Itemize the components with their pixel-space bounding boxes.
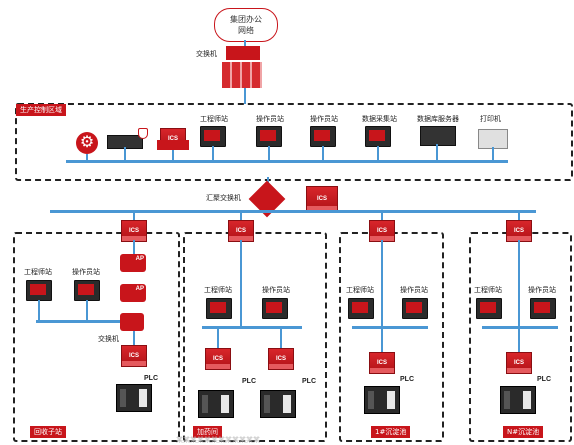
dosing-plc-a <box>198 390 234 418</box>
office-network-cloud: 集团办公 网络 <box>214 8 278 42</box>
t1-engineer-monitor <box>348 298 374 319</box>
printer-link <box>492 147 494 160</box>
t1-operator-label: 操作员站 <box>400 286 428 294</box>
tankN-plc <box>500 386 536 414</box>
tankN-link-a <box>518 240 520 352</box>
shield-icon <box>138 128 148 139</box>
top-firewall-link <box>244 88 246 104</box>
gear-icon: ⚙ <box>76 132 98 154</box>
prod-engineer-monitor <box>200 126 226 147</box>
data-collect-link <box>377 146 379 160</box>
data-collect-label: 数据采集站 <box>362 115 397 123</box>
dosing-plc-a-label: PLC <box>242 378 256 385</box>
rec-engineer-label: 工程师站 <box>24 268 52 276</box>
db-server-link <box>436 144 438 160</box>
dos-operator-monitor <box>262 298 288 319</box>
rec-operator-label: 操作员站 <box>72 268 100 276</box>
dos-engineer-label: 工程师站 <box>204 286 232 294</box>
main-bus <box>50 210 536 213</box>
t1-engineer-label: 工程师站 <box>346 286 374 294</box>
dosing-plc-b-link <box>280 326 282 348</box>
dosing-ics-1: ICS <box>228 220 254 242</box>
recovery-bus <box>36 320 136 323</box>
tankN-bus <box>482 326 558 329</box>
cloud-label-line2: 网络 <box>238 26 254 35</box>
tank1-plc-label: PLC <box>400 376 414 383</box>
prod-operator-label: 操作员站 <box>256 115 284 123</box>
printer-label: 打印机 <box>480 115 501 123</box>
tn-operator-label: 操作员站 <box>528 286 556 294</box>
tn-engineer-monitor <box>476 298 502 319</box>
tank1-ics-1: ICS <box>369 220 395 242</box>
production-zone <box>15 103 573 181</box>
tank1-plc <box>364 386 400 414</box>
prod-operator2-link <box>322 146 324 160</box>
server-1-link <box>124 147 126 160</box>
rec-engineer-monitor <box>26 280 52 301</box>
tn-engineer-label: 工程师站 <box>474 286 502 294</box>
production-bus <box>66 160 508 163</box>
dos-engineer-monitor <box>206 298 232 319</box>
db-server <box>420 126 456 146</box>
dosing-link-a <box>240 240 242 326</box>
core-switch-label: 汇聚交换机 <box>206 194 241 202</box>
recovery-switch-label: 交换机 <box>98 335 119 343</box>
dosing-zone-tag: 加药间 <box>193 426 222 438</box>
tankN-ics-2: ICS <box>506 352 532 374</box>
rec-op-link <box>86 300 88 320</box>
prod-engineer-link <box>212 146 214 160</box>
recovery-switch <box>120 313 144 331</box>
recovery-link-a <box>133 240 135 254</box>
recovery-zone <box>13 232 180 442</box>
firewall-icon <box>222 62 262 88</box>
tankN-zone-tag: N#沉淀池 <box>503 426 544 438</box>
dosing-ics-2: ICS <box>205 348 231 370</box>
top-switch-label: 交换机 <box>196 50 217 58</box>
dosing-plc-b <box>260 390 296 418</box>
rec-operator-monitor <box>74 280 100 301</box>
gear-link <box>86 154 88 160</box>
recovery-plc <box>116 384 152 412</box>
prod-engineer-label: 工程师站 <box>200 115 228 123</box>
prod-operator-link <box>268 146 270 160</box>
data-collect-monitor <box>365 126 391 147</box>
recovery-plc-label: PLC <box>144 375 158 382</box>
production-zone-tag: 生产控制区域 <box>16 104 66 116</box>
tankN-plc-label: PLC <box>537 376 551 383</box>
recovery-link-b <box>133 331 135 345</box>
dosing-bus <box>202 326 302 329</box>
recovery-ics-2: ICS <box>121 345 147 367</box>
printer-icon <box>478 129 508 149</box>
dosing-ics-3: ICS <box>268 348 294 370</box>
tank1-ics-2: ICS <box>369 352 395 374</box>
tank1-zone-tag: 1#沉淀池 <box>371 426 411 438</box>
recovery-zone-tag: 回收子站 <box>30 426 66 438</box>
top-switch <box>226 46 260 60</box>
dosing-zone <box>183 232 327 442</box>
tn-operator-monitor <box>530 298 556 319</box>
dosing-plc-a-link <box>217 326 219 348</box>
tank1-link-a <box>381 240 383 352</box>
prod-operator2-monitor <box>310 126 336 147</box>
ap-1: AP <box>120 254 146 272</box>
dosing-plc-b-label: PLC <box>302 378 316 385</box>
tankN-ics-1: ICS <box>506 220 532 242</box>
dos-operator-label: 操作员站 <box>262 286 290 294</box>
red-appliance <box>157 140 189 150</box>
appliance-link <box>172 150 174 160</box>
prod-operator-monitor <box>256 126 282 147</box>
ap-2: AP <box>120 284 146 302</box>
prod-operator2-label: 操作员站 <box>310 115 338 123</box>
tank1-bus <box>352 326 428 329</box>
rec-eng-link <box>38 300 40 320</box>
recovery-ics-1: ICS <box>121 220 147 242</box>
cloud-label-line1: 集团办公 <box>230 15 262 24</box>
caption: 某某某某某某某某某某某某 <box>176 436 260 444</box>
core-ics: ICS <box>306 186 338 212</box>
t1-operator-monitor <box>402 298 428 319</box>
db-server-label: 数据库服务器 <box>417 115 459 123</box>
